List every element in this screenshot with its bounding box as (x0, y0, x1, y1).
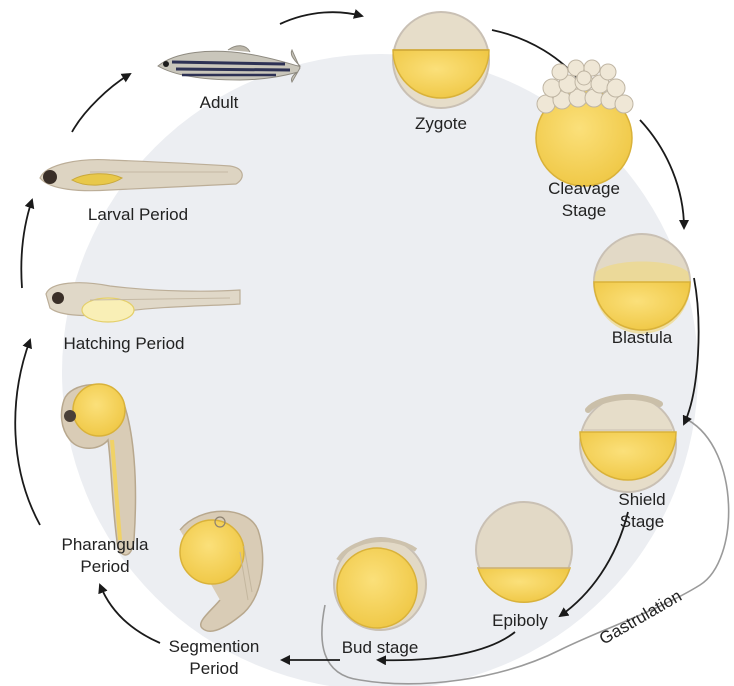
label-zygote: Zygote (415, 113, 467, 135)
label-shield-stage: Shield Stage (596, 489, 688, 533)
arrow-larval-adult (72, 74, 130, 132)
arrow-pharangula-hatching (15, 340, 40, 525)
adult-zebrafish-illustration (158, 46, 300, 82)
label-segmention: Segmention Period (169, 636, 260, 680)
epiboly-illustration (476, 502, 572, 602)
label-hatching: Hatching Period (64, 333, 185, 355)
label-bud-stage: Bud stage (342, 637, 419, 659)
arrow-segmention-pharangula (100, 585, 160, 643)
zygote-illustration (393, 12, 489, 108)
label-larval: Larval Period (88, 204, 188, 226)
shield-stage-illustration (580, 396, 676, 492)
bud-stage-illustration (334, 538, 426, 630)
blastula-illustration (594, 234, 690, 334)
arrow-adult-zygote (280, 12, 362, 24)
label-pharangula: Pharangula Period (62, 534, 149, 578)
arrow-hatching-larval (21, 200, 32, 288)
label-blastula: Blastula (612, 327, 672, 349)
cleavage-illustration (536, 60, 633, 186)
label-cleavage: Cleavage Stage (548, 178, 620, 222)
label-epiboly: Epiboly (492, 610, 548, 632)
label-adult: Adult (200, 92, 239, 114)
